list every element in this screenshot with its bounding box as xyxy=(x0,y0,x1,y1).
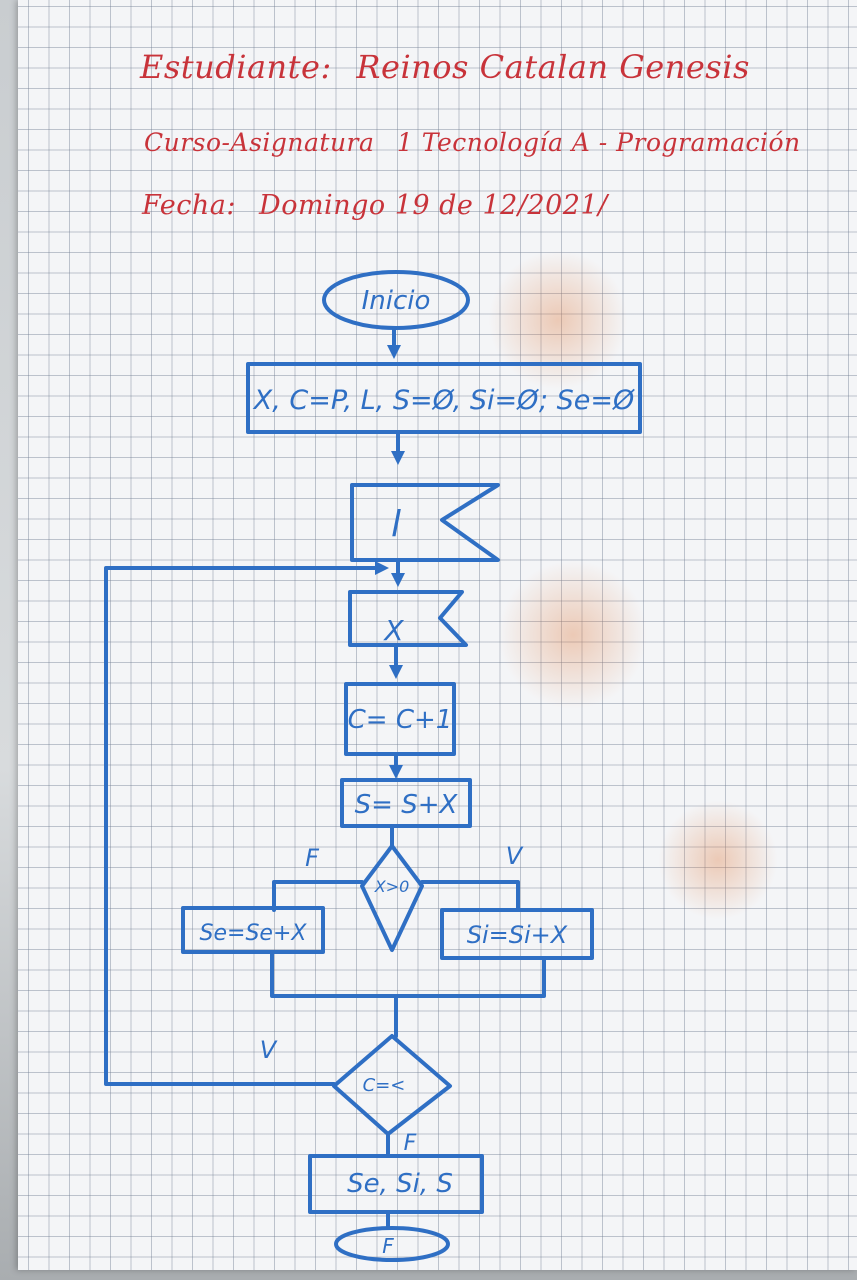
true-branch-line xyxy=(420,880,520,912)
loop-true-label: V xyxy=(260,1036,278,1064)
sum-label: S= S+X xyxy=(355,790,459,820)
sum-negative-box xyxy=(181,906,325,954)
student-name: Reinos Catalan Genesis xyxy=(356,48,750,86)
date-label: Fecha: xyxy=(142,190,236,221)
end-terminal xyxy=(334,1226,450,1262)
output-label: Se, Si, S xyxy=(347,1169,453,1199)
sum-box xyxy=(340,778,472,828)
date-line: Fecha: Domingo 19 de 12/2021/ xyxy=(142,190,608,221)
init-process-box xyxy=(246,362,642,434)
course-label: Curso-Asignatura xyxy=(144,128,375,157)
read-l-label: l xyxy=(391,504,401,545)
output-box xyxy=(308,1154,484,1214)
counter-box xyxy=(344,682,456,756)
counter-label: C= C+1 xyxy=(348,705,453,735)
start-label: Inicio xyxy=(362,286,431,316)
branch-false-label: F xyxy=(305,844,320,872)
input-l-shape xyxy=(350,483,500,562)
sum-negative-label: Se=Se+X xyxy=(200,921,308,946)
sum-positive-label: Si=Si+X xyxy=(467,921,568,949)
course-line: Curso-Asignatura 1 Tecnología A - Progra… xyxy=(144,128,801,157)
handwritten-header: Estudiante: Reinos Catalan Genesis Curso… xyxy=(130,40,820,240)
end-label: F xyxy=(382,1234,394,1258)
grid-paper-sheet xyxy=(18,0,857,1270)
read-x-label: X xyxy=(382,614,404,647)
ink-stain xyxy=(488,250,628,390)
date-value: Domingo 19 de 12/2021/ xyxy=(259,190,608,221)
student-label: Estudiante: xyxy=(140,48,332,86)
exit-false-label: F xyxy=(404,1131,417,1156)
input-x-shape xyxy=(348,590,468,647)
course-value: 1 Tecnología A - Programación xyxy=(396,128,801,157)
condition-2-label: C=< xyxy=(363,1075,406,1096)
loop-back-line xyxy=(104,561,389,1086)
decision-x-positive xyxy=(360,844,424,952)
ink-stain xyxy=(498,560,648,710)
condition-1-label: X>0 xyxy=(374,877,410,896)
sum-positive-box xyxy=(440,908,594,960)
ink-stain xyxy=(658,800,778,920)
merge-line xyxy=(270,950,546,998)
student-line: Estudiante: Reinos Catalan Genesis xyxy=(140,48,750,86)
branch-true-label: V xyxy=(506,842,524,870)
false-branch-line xyxy=(272,880,364,912)
init-label: X, C=P, L, S=Ø, Si=Ø; Se=Ø xyxy=(252,385,635,416)
